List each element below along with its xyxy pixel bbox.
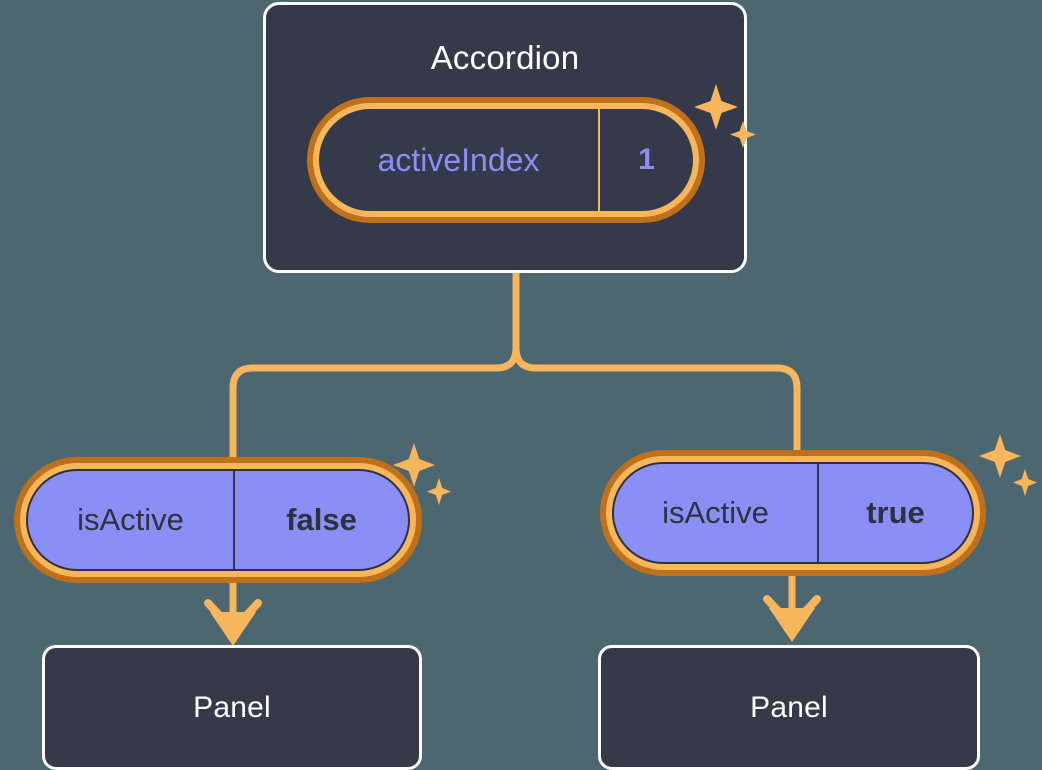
- panel-right-title: Panel: [750, 690, 828, 724]
- pill-highlight-ring: isActive true: [606, 456, 980, 570]
- connector-root-split-right: [512, 269, 801, 456]
- connector-root-split: [229, 269, 520, 462]
- prop-key-label: isActive: [662, 495, 769, 530]
- arrow-wing-left: [204, 599, 262, 634]
- pill-body: isActive false: [26, 469, 410, 571]
- state-pill-activeindex[interactable]: activeIndex 1: [307, 97, 705, 223]
- state-value-label: 1: [598, 109, 693, 211]
- pill-highlight-ring: isActive false: [20, 463, 416, 577]
- prop-key-label: isActive: [77, 502, 184, 537]
- panel-left-node[interactable]: Panel: [42, 645, 422, 770]
- pill-highlight-ring: activeIndex 1: [313, 103, 699, 217]
- arrow-wing-right: [763, 595, 821, 630]
- prop-pill-isactive-true[interactable]: isActive true: [600, 450, 986, 576]
- state-key-label: activeIndex: [377, 141, 540, 178]
- panel-right-node[interactable]: Panel: [598, 645, 980, 770]
- prop-value-label: false: [233, 471, 408, 569]
- prop-value-label: true: [817, 464, 972, 562]
- prop-pill-isactive-false[interactable]: isActive false: [14, 457, 422, 583]
- panel-left-title: Panel: [193, 690, 271, 724]
- pill-body: isActive true: [612, 462, 974, 564]
- accordion-title: Accordion: [430, 39, 580, 76]
- pill-body: activeIndex 1: [319, 109, 693, 211]
